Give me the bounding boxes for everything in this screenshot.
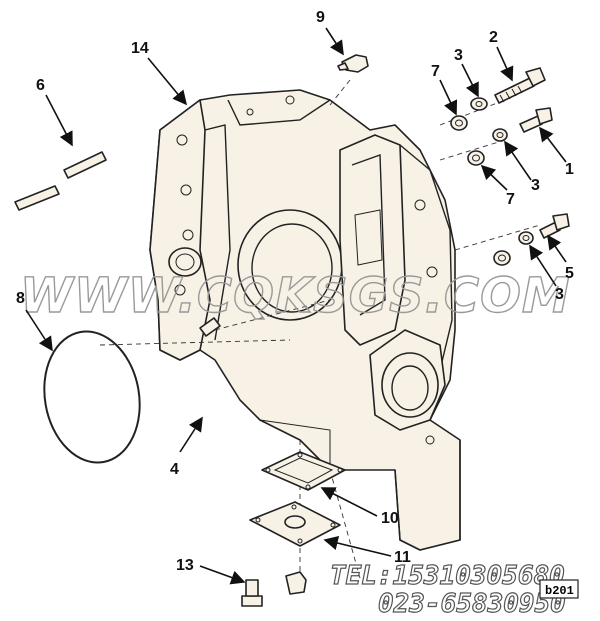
washer-5 xyxy=(493,250,511,266)
callout-3c: 3 xyxy=(555,286,564,303)
callout-10: 10 xyxy=(381,510,399,527)
corner-tag-box xyxy=(539,579,579,599)
washer-7b xyxy=(467,150,485,166)
washer-7a xyxy=(450,115,468,131)
capscrew-part-2 xyxy=(494,67,546,104)
flywheel-housing xyxy=(149,89,461,551)
washers xyxy=(450,97,534,266)
contact-tel: TEL:15310305680 xyxy=(330,561,565,591)
dowel-pins-part-6 xyxy=(14,151,107,211)
lockwasher-3b xyxy=(492,128,508,142)
callout-6: 6 xyxy=(36,77,45,94)
watermark-text: WWW.CQKSGS.COM xyxy=(20,268,571,324)
bolt-part-13 xyxy=(241,579,263,607)
plug-part-9 xyxy=(337,54,369,73)
callout-13: 13 xyxy=(176,557,194,574)
callout-3b: 3 xyxy=(531,177,540,194)
callout-7a: 7 xyxy=(431,63,440,80)
callout-9: 9 xyxy=(316,9,325,26)
seal-ring-part-8 xyxy=(43,330,141,464)
lockwasher-3c xyxy=(518,231,534,245)
nut-fitting xyxy=(285,571,307,595)
cover-plate-part-11 xyxy=(249,501,341,547)
capscrew-part-1 xyxy=(519,107,553,133)
callout-3a: 3 xyxy=(454,47,463,64)
callout-labels: 14 6 9 2 3 7 1 3 7 5 3 8 4 10 11 13 xyxy=(16,9,574,574)
corner-tag: b201 xyxy=(545,584,574,598)
callout-11: 11 xyxy=(394,549,411,566)
callout-4: 4 xyxy=(170,461,179,478)
callout-1: 1 xyxy=(565,161,574,178)
gasket-part-10 xyxy=(261,451,346,491)
callout-5: 5 xyxy=(565,265,574,282)
lockwasher-3a xyxy=(470,97,488,111)
contact-phone: 023-65830950 xyxy=(378,589,566,619)
callout-8: 8 xyxy=(16,290,25,307)
dowel-part-4 xyxy=(199,317,221,337)
callout-2: 2 xyxy=(489,29,498,46)
callout-7b: 7 xyxy=(506,191,515,208)
callout-arrows xyxy=(25,27,567,585)
callout-14: 14 xyxy=(131,40,149,57)
capscrew-part-5 xyxy=(539,213,570,239)
